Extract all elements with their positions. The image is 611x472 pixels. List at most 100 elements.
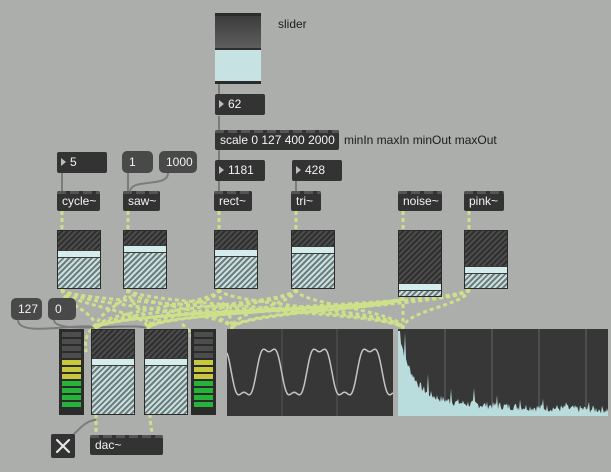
cycle-gain-slider[interactable]	[57, 230, 101, 289]
volume-slider[interactable]	[215, 13, 261, 84]
tri-freq-number[interactable]: 428	[292, 160, 342, 181]
dac-toggle[interactable]	[51, 434, 75, 458]
rect-object[interactable]: rect~	[214, 191, 252, 211]
cord-outR-to-dac	[148, 413, 154, 436]
meter-segment	[194, 381, 213, 386]
meter-segment	[194, 353, 213, 358]
cord-g3-outL	[94, 288, 221, 330]
scope-waveform	[226, 348, 394, 396]
saw-freq-message-1000[interactable]: 1000	[159, 151, 197, 173]
cord-g3-scope	[217, 288, 234, 330]
gain-cap	[215, 231, 257, 249]
meter-segment	[62, 360, 81, 365]
oscilloscope-display	[226, 329, 394, 416]
number-value: 62	[228, 97, 242, 111]
gain-knob[interactable]	[92, 358, 134, 366]
number-value: 428	[305, 163, 326, 177]
left-level-meter	[59, 329, 84, 415]
dac-object[interactable]: dac~	[90, 435, 163, 455]
left-output-gain[interactable]	[91, 329, 135, 415]
gain-knob[interactable]	[399, 283, 441, 291]
pink-object[interactable]: pink~	[464, 191, 504, 211]
meter-segment	[62, 388, 81, 393]
meter-segment	[194, 388, 213, 393]
number-arrow-icon	[219, 100, 224, 108]
scale-object[interactable]: scale 0 127 400 2000	[215, 130, 339, 150]
pink-gain-slider[interactable]	[464, 230, 508, 289]
meter-segment	[62, 353, 81, 358]
rect-freq-number[interactable]: 1181	[215, 160, 265, 181]
meter-segment	[62, 332, 81, 337]
spectrum-graph	[398, 329, 608, 416]
saw-object[interactable]: saw~	[123, 191, 160, 211]
gain-knob[interactable]	[292, 246, 334, 254]
gain-cap	[145, 330, 187, 358]
tri-gain-slider[interactable]	[291, 230, 335, 289]
number-arrow-icon	[296, 166, 301, 174]
gain-knob[interactable]	[215, 249, 257, 257]
meter-segment	[62, 346, 81, 351]
slider-fill	[215, 16, 261, 48]
x-icon	[55, 438, 71, 454]
meter-segment	[62, 381, 81, 386]
cord-g5-outR	[146, 295, 405, 331]
meter-segment	[194, 360, 213, 365]
noise-object[interactable]: noise~	[398, 191, 442, 211]
slider-thumb[interactable]	[215, 48, 261, 50]
right-output-gain[interactable]	[144, 329, 188, 415]
meter-segment	[194, 395, 213, 400]
gain-knob[interactable]	[465, 266, 507, 274]
gain-cap	[58, 231, 100, 250]
gain-message-0[interactable]: 0	[48, 298, 76, 320]
tri-object[interactable]: tri~	[291, 191, 321, 211]
cord-g2-spec	[126, 287, 405, 331]
noise-gain-slider[interactable]	[398, 230, 442, 297]
meter-segment	[62, 339, 81, 344]
cord-g4-outR	[146, 288, 298, 330]
gain-cap	[465, 231, 507, 266]
cord-0-to-gain	[53, 319, 149, 331]
cord-g4-outL	[94, 287, 298, 330]
spectrum-area	[398, 331, 608, 416]
signal-cords	[60, 211, 471, 436]
right-level-meter	[191, 329, 216, 415]
slider-value-number[interactable]: 62	[215, 94, 265, 115]
gain-cap	[292, 231, 334, 246]
meter-segment	[194, 339, 213, 344]
gain-knob[interactable]	[58, 250, 100, 258]
meter-segment	[194, 346, 213, 351]
gain-message-127[interactable]: 127	[11, 298, 42, 320]
number-arrow-icon	[219, 166, 224, 174]
number-value: 1181	[228, 163, 254, 177]
number-value: 5	[70, 155, 77, 169]
cord-g3-spec	[217, 287, 405, 330]
cycle-object[interactable]: cycle~	[57, 191, 100, 211]
meter-segment	[62, 374, 81, 379]
meter-segment	[62, 402, 81, 407]
gain-cap	[399, 231, 441, 283]
gain-cap	[124, 231, 166, 245]
cord-g6-scope	[230, 287, 471, 330]
meter-segment	[62, 367, 81, 372]
gain-cap	[92, 330, 134, 358]
slider-comment: slider	[278, 17, 307, 31]
scale-comment: minIn maxIn minOut maxOut	[344, 133, 497, 147]
saw-gain-slider[interactable]	[123, 230, 167, 289]
gain-knob[interactable]	[145, 358, 187, 366]
meter-segment	[194, 374, 213, 379]
spectroscope-display	[398, 329, 608, 416]
cycle-freq-number[interactable]: 5	[57, 152, 107, 173]
rect-gain-slider[interactable]	[214, 230, 258, 289]
meter-segment	[194, 332, 213, 337]
meter-segment	[62, 395, 81, 400]
scope-graph	[226, 329, 394, 416]
cord-g1-outR	[60, 288, 150, 330]
gain-knob[interactable]	[124, 245, 166, 253]
meter-segment	[194, 367, 213, 372]
meter-segment	[194, 402, 213, 407]
cord-outL-to-meter	[84, 322, 98, 353]
number-arrow-icon	[61, 158, 66, 166]
saw-freq-message-1[interactable]: 1	[122, 151, 153, 173]
